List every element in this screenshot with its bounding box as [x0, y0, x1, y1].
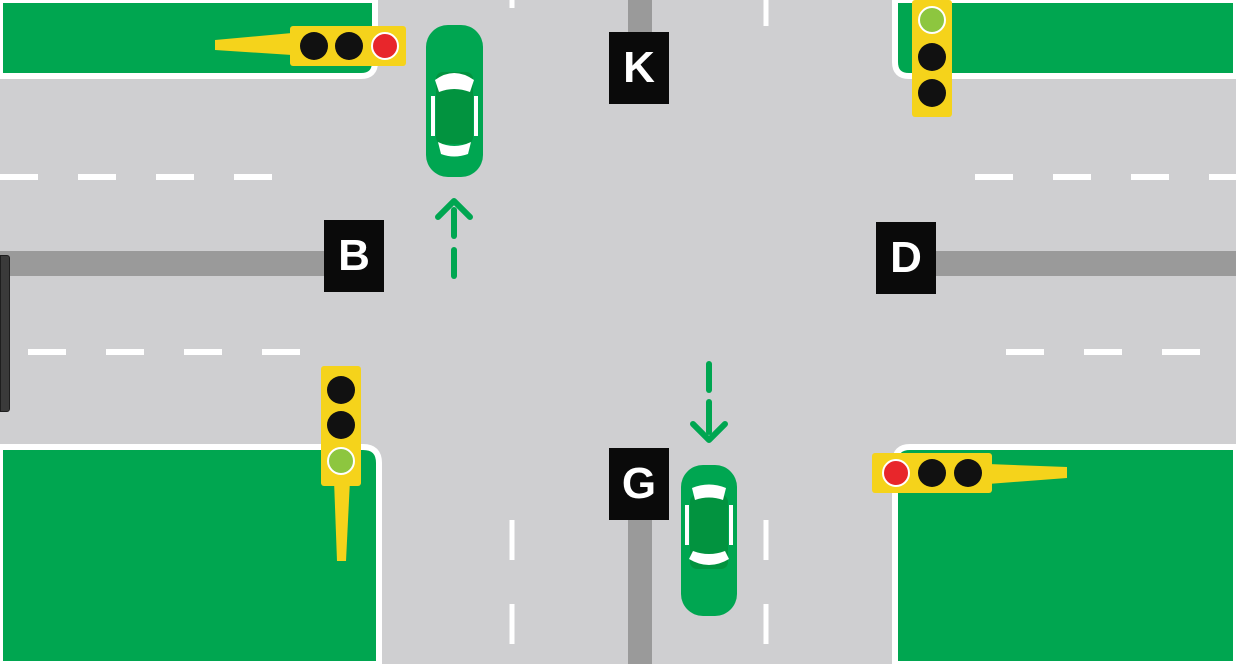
traffic-light-top-left [215, 26, 406, 66]
median-north [628, 0, 652, 32]
signal-lamp-off [335, 32, 363, 60]
car-northbound [426, 25, 483, 177]
signal-lamp-off [918, 459, 946, 487]
grass-bottom-left [0, 444, 382, 664]
signal-lamp-off [327, 376, 355, 404]
car-rear-window [438, 142, 471, 157]
median-west [0, 251, 360, 276]
signal-lamp-green [918, 6, 946, 34]
signal-lamp-off [954, 459, 982, 487]
signal-lamp-green [327, 447, 355, 475]
signal-arm [215, 33, 292, 55]
car-rear-window [692, 484, 726, 500]
traffic-light-top-right [912, 0, 952, 117]
position-label-d: D [876, 222, 936, 294]
car-side-window [729, 505, 733, 545]
position-label-g: G [609, 448, 669, 520]
signal-lamp-red [882, 459, 910, 487]
signal-arm [988, 464, 1067, 484]
signal-lamp-off [918, 79, 946, 107]
median-south [628, 520, 652, 664]
position-label-b: B [324, 220, 384, 292]
grass-top-right [892, 0, 1236, 79]
signal-lamp-off [300, 32, 328, 60]
left-edge-handle[interactable] [0, 255, 10, 412]
car-cabin [690, 495, 728, 569]
signal-lamp-off [327, 411, 355, 439]
car-side-window [685, 505, 689, 545]
signal-lamp-off [918, 43, 946, 71]
car-side-window [474, 96, 478, 136]
position-label-k: K [609, 32, 669, 104]
traffic-light-bottom-left [321, 366, 361, 561]
car-southbound [681, 465, 737, 616]
car-windscreen [689, 551, 729, 565]
arrow-down-icon [690, 361, 728, 443]
car-windscreen [435, 73, 474, 92]
arrow-up-icon [435, 198, 473, 279]
signal-arm [334, 480, 350, 561]
signal-lamp-red [371, 32, 399, 60]
median-east [895, 251, 1236, 276]
car-side-window [431, 96, 435, 136]
traffic-light-bottom-right [872, 453, 1067, 493]
grass-bottom-right [892, 444, 1236, 664]
